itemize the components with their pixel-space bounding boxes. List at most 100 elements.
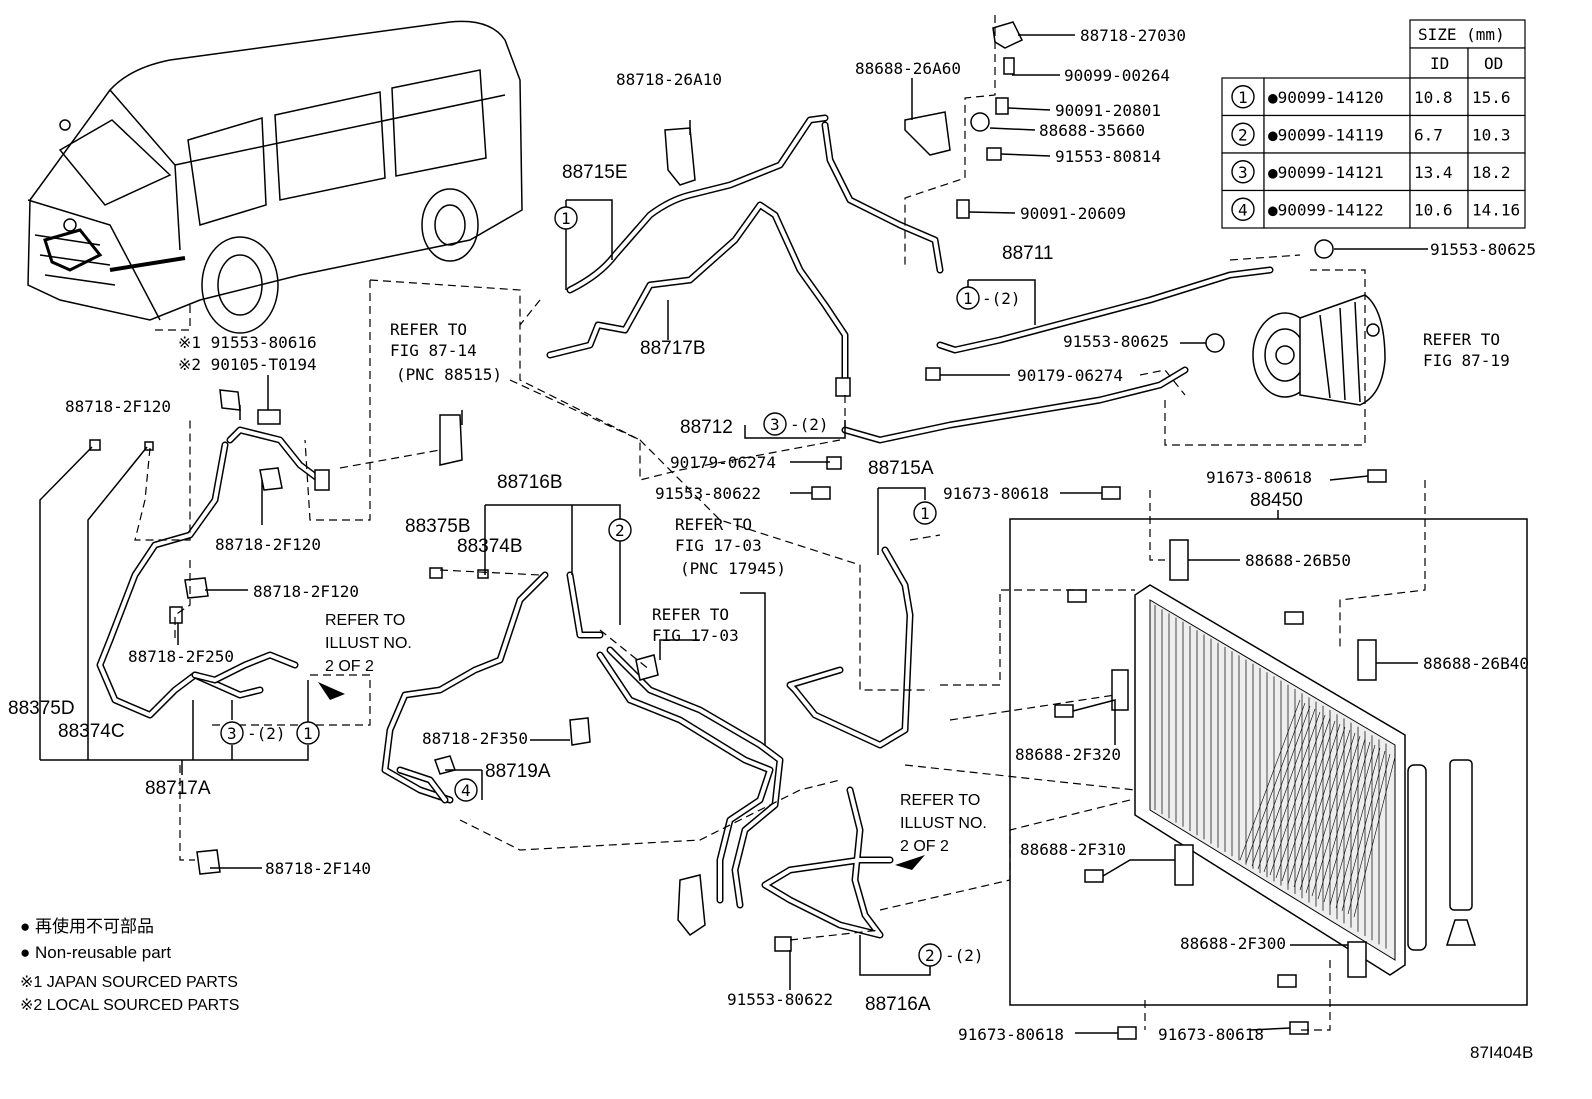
legend-japan-sourced: ※1 JAPAN SOURCED PARTS	[20, 974, 238, 991]
ref-text: REFER TO	[1423, 330, 1500, 349]
part-label: 91673-80618	[943, 484, 1049, 503]
size-table-cell-id: 6.7	[1414, 125, 1443, 144]
part-label: 90179-06274	[1017, 366, 1123, 385]
size-table-cell-od: 14.16	[1472, 200, 1520, 219]
size-table-row: 3 ●90099-14121 13.4 18.2	[1221, 152, 1526, 192]
ref-text: 2 OF 2	[325, 658, 374, 675]
ref-text: 2 OF 2	[900, 838, 949, 855]
condenser-hatch-line	[1323, 741, 1371, 903]
condenser-hatch-line	[1281, 720, 1336, 882]
part-label: 88718-2F120	[253, 582, 359, 601]
condenser-hatch-line	[1347, 753, 1391, 915]
part-label: 90091-20609	[1020, 204, 1126, 223]
part-label: 91553-80622	[727, 990, 833, 1009]
condenser-hatch-line	[1335, 747, 1381, 909]
qty-label: -(2)	[790, 415, 829, 434]
part-label: 88450	[1250, 490, 1303, 511]
condenser-hatch-line	[1311, 735, 1361, 897]
condenser-hatch-line	[1287, 723, 1341, 885]
ref-text: REFER TO	[325, 612, 405, 629]
pipe-88712	[841, 366, 1189, 444]
ref-text: FIG 17-03	[652, 626, 739, 645]
size-table-cell-od: 18.2	[1472, 163, 1511, 182]
part-label: 88712	[680, 417, 733, 438]
pipe-88711	[936, 266, 1274, 354]
part-label: 91553-80625	[1063, 332, 1169, 351]
part-label: 88374B	[457, 536, 523, 557]
condenser-hatch-line	[1353, 756, 1396, 918]
part-label: 88719A	[485, 761, 551, 782]
callout-circle-1c	[913, 501, 937, 525]
part-label: 88688-35660	[1039, 121, 1145, 140]
size-table-cell-no: 3	[1238, 163, 1248, 182]
callout-number: 1	[303, 724, 313, 743]
legend-non-reusable-jp: ● 再使用不可部品	[20, 916, 154, 936]
callout-circle-2b	[918, 943, 942, 967]
legend: ● 再使用不可部品 ● Non-reusable part ※1 JAPAN S…	[20, 916, 239, 1014]
callout-number: 1	[963, 289, 973, 308]
condenser-hatch-line	[1239, 699, 1301, 861]
pipe-88717A	[96, 426, 324, 719]
part-label: 90099-00264	[1064, 66, 1170, 85]
part-label: 88717A	[145, 778, 211, 799]
pipe-88717B	[546, 201, 849, 389]
ref-text: (PNC 17945)	[680, 559, 786, 578]
part-label: 88716A	[865, 994, 931, 1015]
qty-label: -(2)	[247, 724, 286, 743]
part-label: 88374C	[58, 721, 125, 742]
small-parts	[89, 21, 1387, 1040]
callout-number: 3	[770, 415, 780, 434]
condenser-hatch-line	[1299, 729, 1351, 891]
callout-number: 3	[227, 724, 237, 743]
size-table-cell-no: 4	[1238, 200, 1248, 219]
part-label: 88718-2F120	[215, 535, 321, 554]
size-table-cell-id: 13.4	[1414, 163, 1453, 182]
pipe-88715A	[786, 546, 914, 749]
condenser	[1009, 518, 1528, 1006]
part-label: 88715E	[562, 162, 628, 183]
size-number-circle	[1231, 160, 1255, 184]
column-header-od: OD	[1484, 54, 1503, 73]
size-number-circle	[1231, 197, 1255, 221]
condenser-hatch-line	[1275, 717, 1331, 879]
pipe-upper-right	[821, 121, 944, 274]
ref-text: (PNC 88515)	[396, 365, 502, 384]
callout-circle-2a	[608, 518, 632, 542]
callout-circle-4	[454, 778, 478, 802]
part-labels: 88718-27030 88688-26A60 90099-00264 9009…	[8, 26, 1536, 1044]
callout-circle-3b	[220, 721, 244, 745]
callout-number: 2	[925, 946, 935, 965]
part-label: 91553-80625	[1430, 240, 1536, 259]
part-label: 90091-20801	[1055, 101, 1161, 120]
part-label: 88688-26B40	[1423, 654, 1529, 673]
ref-text: ILLUST NO.	[325, 635, 412, 652]
callout-circle-1b	[956, 286, 980, 310]
size-table-cell-od: 15.6	[1472, 88, 1511, 107]
arrow-icon	[318, 682, 345, 700]
part-label: 88718-2F250	[128, 647, 234, 666]
size-table-cell-part: ●90099-14120	[1268, 88, 1384, 107]
condenser-hatch-line	[1263, 711, 1321, 873]
callout-circle-1d	[296, 721, 320, 745]
condenser-hatch-line	[1257, 708, 1316, 870]
size-table-cell-part: ●90099-14121	[1268, 163, 1384, 182]
legend-local-sourced: ※2 LOCAL SOURCED PARTS	[20, 997, 239, 1014]
condenser-hatch-line	[1269, 714, 1326, 876]
condenser-fins	[1154, 605, 1396, 949]
part-label: 91673-80618	[1206, 468, 1312, 487]
part-label: 88718-27030	[1080, 26, 1186, 45]
size-table-cell-part: ●90099-14119	[1268, 125, 1384, 144]
callout-number: 4	[461, 781, 471, 800]
part-label: 90179-06274	[670, 453, 776, 472]
part-label: 88718-26A10	[616, 70, 722, 89]
part-label: 88711	[1002, 243, 1053, 264]
size-number-circle	[1231, 122, 1255, 146]
pipe-88716B	[381, 571, 604, 804]
van-illustration	[27, 20, 523, 334]
callout-circle-1a	[554, 206, 578, 230]
part-label: 88688-2F320	[1015, 745, 1121, 764]
